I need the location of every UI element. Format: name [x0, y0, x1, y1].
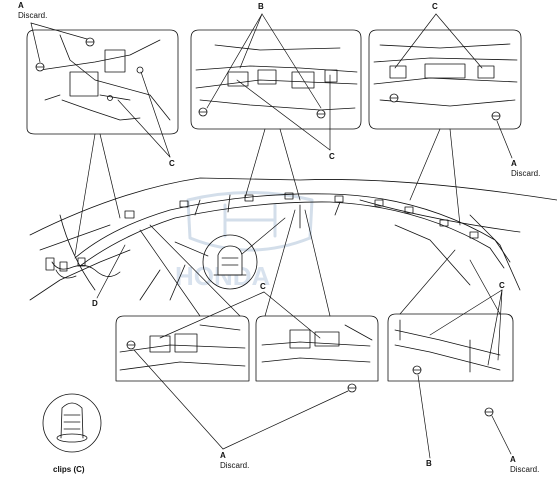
- bolt-icon-bl: [126, 340, 136, 350]
- bolt-icon-tr-1: [389, 93, 399, 103]
- label-a-bottom: A: [220, 451, 226, 460]
- honda-watermark: [186, 191, 314, 252]
- bolt-icon-br-2: [484, 407, 494, 417]
- label-c-top: C: [432, 2, 438, 11]
- label-c-bottom-right: C: [499, 281, 505, 290]
- bolt-icon-tl-1: [35, 62, 45, 72]
- label-c-top-left: C: [169, 159, 175, 168]
- inset-bottom-middle: [255, 315, 379, 382]
- bolt-icon-tm-2: [316, 109, 326, 119]
- label-b-bottom: B: [426, 459, 432, 468]
- label-d: D: [92, 299, 98, 308]
- bolt-icon-tm-1: [198, 107, 208, 117]
- bolt-icon-tl-2: [85, 37, 95, 47]
- note-discard-bottom-right: Discard.: [510, 465, 540, 474]
- leader-lines: [30, 13, 513, 459]
- label-b-top: B: [258, 2, 264, 11]
- clip-detail-circle: [202, 234, 258, 290]
- label-c-top-middle: C: [329, 152, 335, 161]
- vehicle-body-outline: [29, 177, 557, 301]
- bolt-icon-bm: [347, 383, 357, 393]
- inset-top-right: [368, 29, 522, 130]
- note-discard-top-right: Discard.: [511, 169, 541, 178]
- note-discard-top-left: Discard.: [18, 11, 48, 20]
- clip-icon-legend: [42, 393, 102, 453]
- label-a-bottom-right: A: [510, 455, 516, 464]
- label-a-top-right: A: [511, 159, 517, 168]
- inset-top-left: [26, 29, 179, 135]
- label-a-top-left: A: [18, 1, 24, 10]
- note-discard-bottom: Discard.: [220, 461, 250, 470]
- inset-bottom-right: [387, 313, 514, 382]
- wiring-harness: [45, 257, 121, 279]
- bolt-icon-tr-2: [491, 111, 501, 121]
- inset-connectors: [74, 128, 501, 317]
- bolt-icon-br-1: [412, 365, 422, 375]
- legend-caption-clips: clips (C): [53, 465, 85, 474]
- curtain-airbag-rail: [74, 192, 511, 269]
- inset-top-middle: [190, 29, 362, 130]
- inset-bottom-left: [115, 315, 250, 382]
- label-c-bottom-middle: C: [260, 282, 266, 291]
